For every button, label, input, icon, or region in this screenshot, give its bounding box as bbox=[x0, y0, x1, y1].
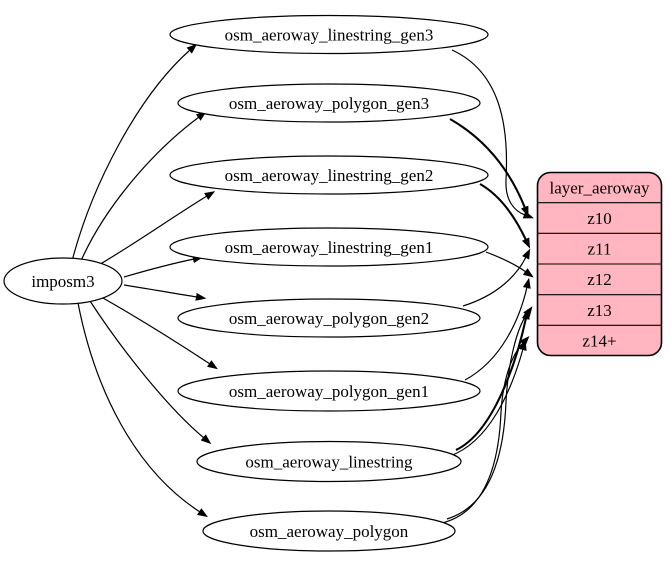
table-label: osm_aeroway_linestring_gen2 bbox=[225, 166, 434, 185]
table-shape bbox=[169, 14, 489, 55]
node-osm-aeroway-polygon-gen2: osm_aeroway_polygon_gen2 bbox=[177, 298, 481, 338]
edge-imposm3-polygon bbox=[77, 302, 208, 518]
layer-title: layer_aeroway bbox=[549, 179, 650, 198]
table-label: osm_aeroway_polygon_gen1 bbox=[229, 382, 429, 401]
edge-polygon-gen2-z11 bbox=[462, 248, 531, 307]
edge-linestring-z14 bbox=[449, 339, 527, 457]
layer-row-z12: z12 bbox=[587, 270, 612, 289]
node-osm-aeroway-polygon: osm_aeroway_polygon bbox=[202, 510, 456, 552]
edge-imposm3-linestring-gen2 bbox=[96, 191, 216, 267]
table-label: osm_aeroway_linestring_gen1 bbox=[225, 238, 434, 257]
edge-linestring-gen1-z12 bbox=[485, 251, 534, 278]
node-osm-aeroway-linestring-gen2: osm_aeroway_linestring_gen2 bbox=[169, 155, 489, 195]
node-osm-aeroway-linestring: osm_aeroway_linestring bbox=[196, 440, 462, 483]
table-shape bbox=[196, 440, 462, 483]
edge-linestring-gen2-z11 bbox=[479, 183, 531, 249]
layer-row-z14: z14+ bbox=[582, 332, 616, 351]
table-label: osm_aeroway_linestring_gen3 bbox=[225, 26, 434, 45]
edge-imposm3-linestring-gen1 bbox=[123, 255, 204, 278]
node-imposm3: imposm3 bbox=[3, 257, 123, 305]
edge-imposm3-linestring bbox=[89, 300, 212, 445]
table-shape bbox=[169, 155, 489, 195]
imposm3-label: imposm3 bbox=[31, 272, 94, 291]
edge-polygon-gen1-z12 bbox=[464, 277, 531, 381]
edge-polygon-z13 bbox=[446, 306, 533, 520]
edge-imposm3-polygon-gen1 bbox=[102, 297, 218, 370]
table-shape bbox=[177, 370, 481, 412]
layer-row-z11: z11 bbox=[588, 240, 612, 259]
edge-linestring-z13 bbox=[455, 308, 530, 451]
table-shape bbox=[177, 298, 481, 338]
node-osm-aeroway-linestring-gen1: osm_aeroway_linestring_gen1 bbox=[169, 227, 489, 267]
table-shape bbox=[177, 83, 481, 123]
edge-linestring-gen3-z10 bbox=[451, 49, 534, 219]
edge-imposm3-linestring-gen3 bbox=[71, 43, 198, 262]
node-osm-aeroway-polygon-gen1: osm_aeroway_polygon_gen1 bbox=[177, 370, 481, 412]
edge-imposm3-polygon-gen2 bbox=[123, 284, 207, 301]
node-layer-aeroway: layer_aeroway z10 z11 z12 z13 z14+ bbox=[536, 171, 663, 357]
edge-polygon-z14 bbox=[441, 336, 530, 524]
table-shape bbox=[202, 510, 456, 552]
layer-row-z10: z10 bbox=[587, 209, 612, 228]
table-label: osm_aeroway_polygon_gen2 bbox=[229, 309, 429, 328]
table-label: osm_aeroway_linestring bbox=[245, 453, 413, 472]
table-label: osm_aeroway_polygon_gen3 bbox=[229, 94, 429, 113]
edge-polygon-gen3-z10 bbox=[449, 118, 529, 217]
layer-row-z13: z13 bbox=[587, 301, 612, 320]
edge-imposm3-polygon-gen3 bbox=[79, 111, 207, 264]
node-osm-aeroway-polygon-gen3: osm_aeroway_polygon_gen3 bbox=[177, 83, 481, 123]
node-osm-aeroway-linestring-gen3: osm_aeroway_linestring_gen3 bbox=[169, 14, 489, 55]
imposm3-shape bbox=[3, 257, 123, 305]
table-label: osm_aeroway_polygon bbox=[250, 522, 409, 541]
table-shape bbox=[169, 227, 489, 267]
